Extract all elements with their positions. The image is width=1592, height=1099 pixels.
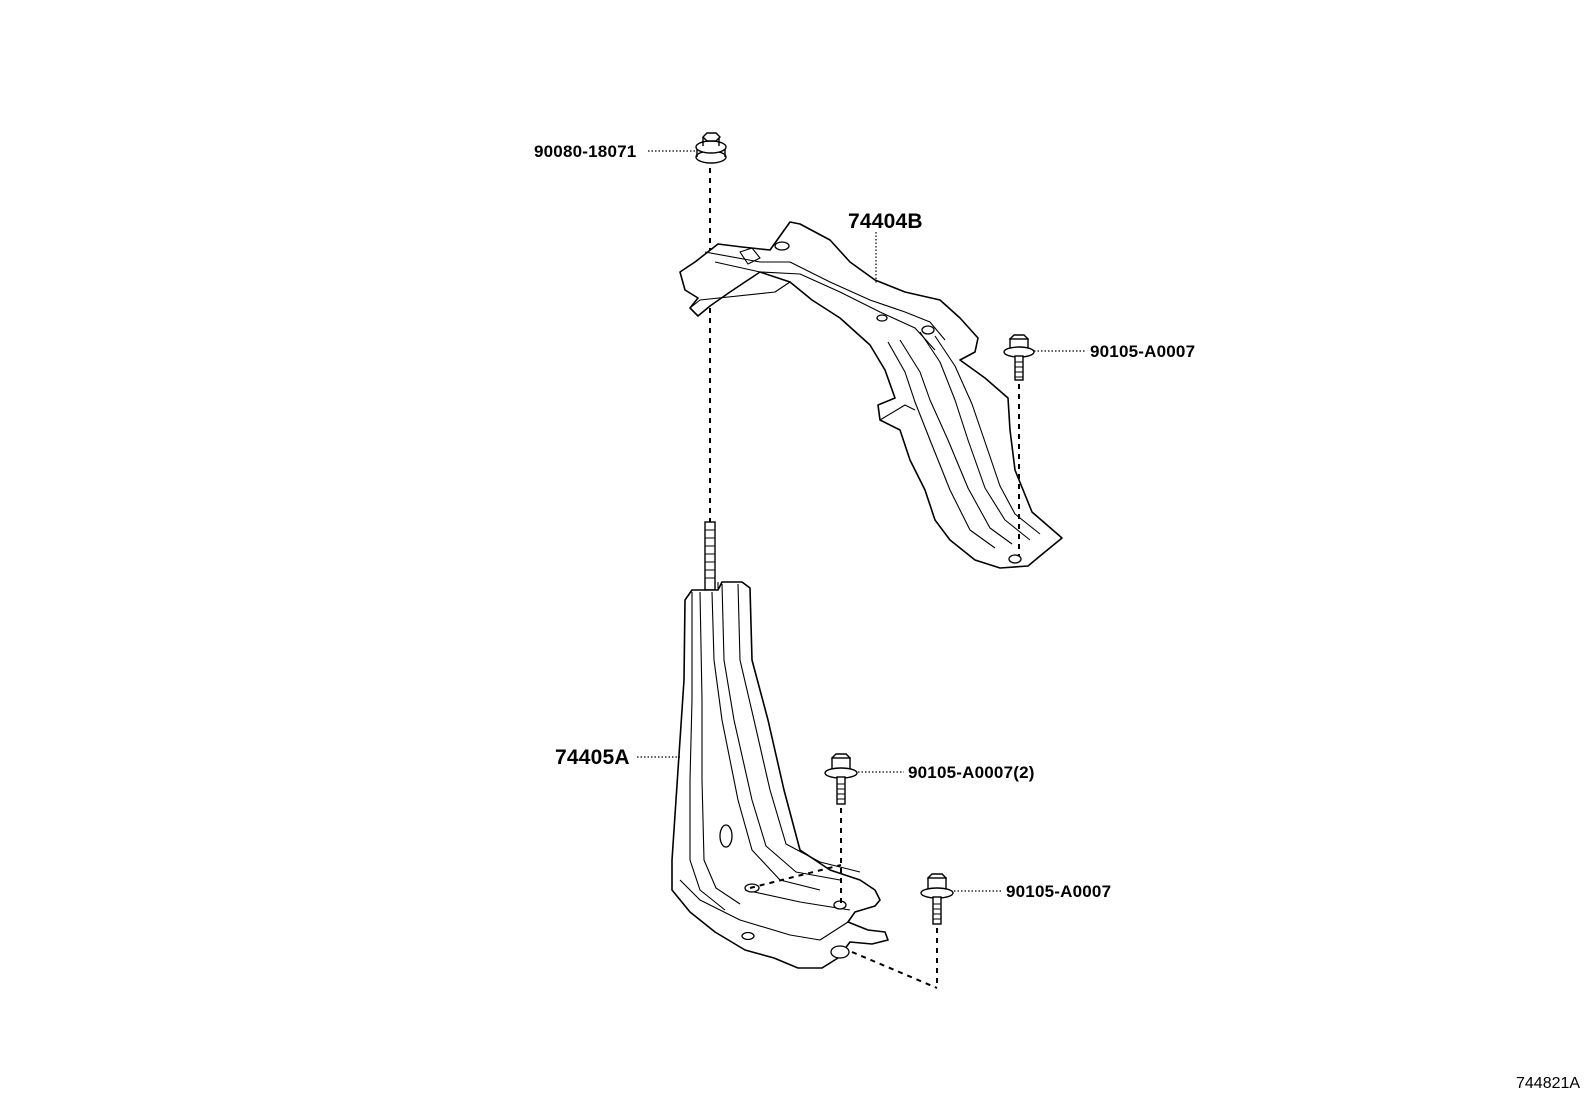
bracket-74405A[interactable]: [671, 581, 889, 969]
bracket-74404B[interactable]: [679, 221, 1063, 569]
bolt-90105-A0007-upper[interactable]: [1003, 334, 1035, 381]
bolt-90105-A0007-pair[interactable]: [824, 753, 858, 805]
label-bolt-90105-A0007-upper[interactable]: 90105-A0007: [1090, 342, 1195, 361]
nut-90080-18071[interactable]: [695, 132, 727, 164]
label-nut-90080-18071[interactable]: 90080-18071: [534, 142, 636, 161]
alignment-line-bolt-lower-diagonal: [851, 951, 938, 989]
bolt-90105-A0007-lower[interactable]: [920, 873, 954, 925]
label-74405A[interactable]: 74405A: [555, 746, 630, 769]
label-bolt-90105-A0007-lower[interactable]: 90105-A0007: [1006, 882, 1111, 901]
diagram-reference-code: 744821A: [1516, 1075, 1580, 1092]
stud: [704, 521, 716, 591]
label-74404B[interactable]: 74404B: [848, 210, 923, 233]
label-bolt-90105-A0007-pair[interactable]: 90105-A0007(2): [908, 763, 1035, 782]
